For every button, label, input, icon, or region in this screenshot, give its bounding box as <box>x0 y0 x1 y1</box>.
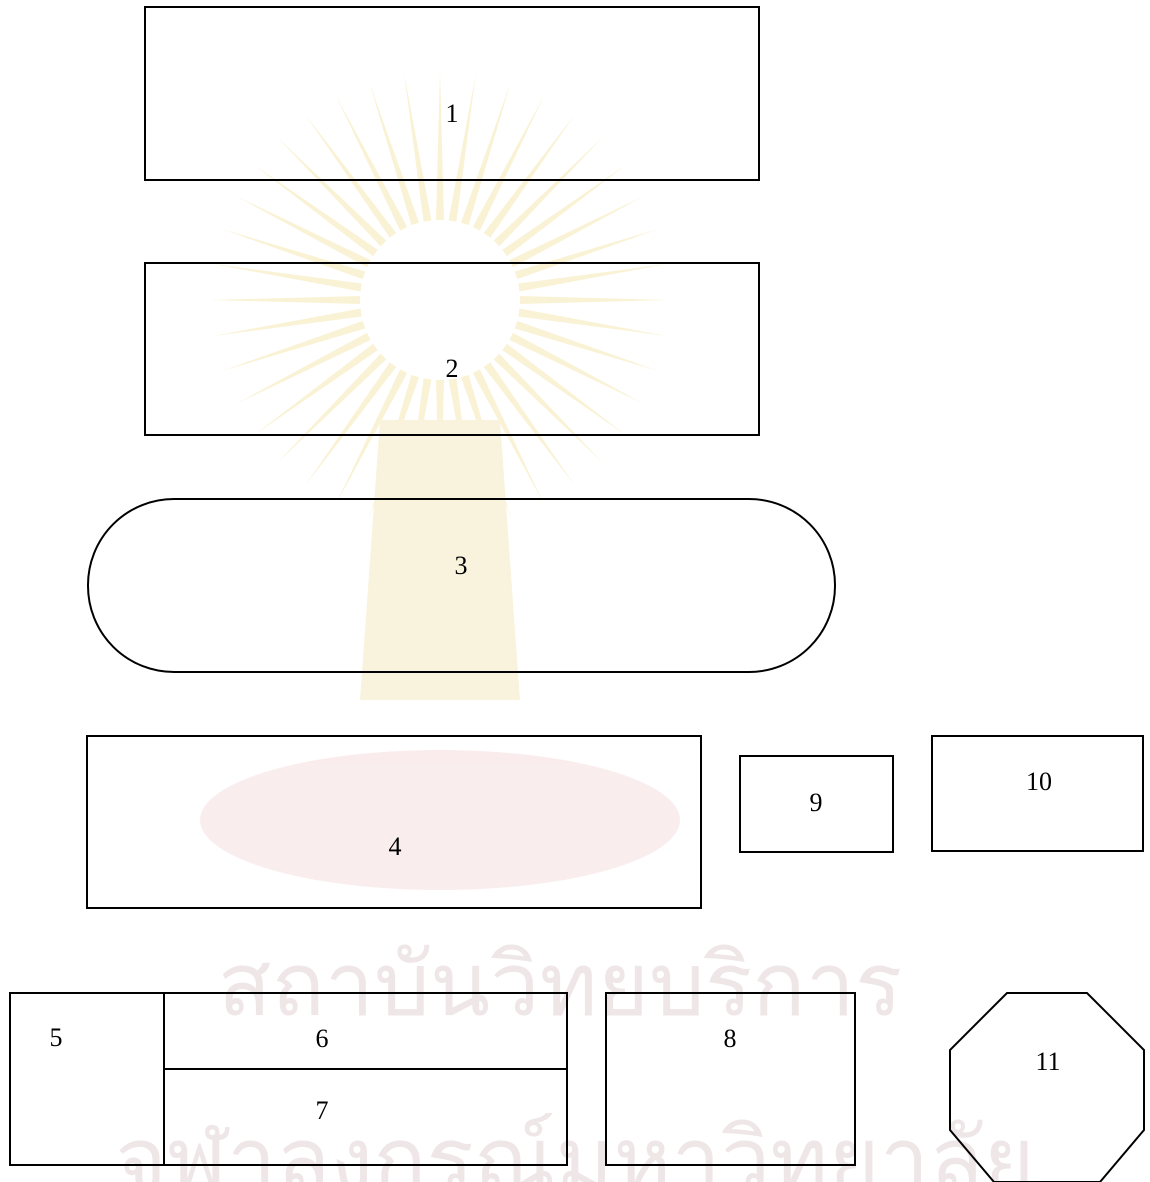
label-1: 1 <box>446 99 459 128</box>
label-10: 10 <box>1026 767 1052 796</box>
label-4: 4 <box>389 832 402 861</box>
box-1 <box>145 7 759 180</box>
label-6: 6 <box>316 1024 329 1053</box>
label-2: 2 <box>446 354 459 383</box>
box-2 <box>145 263 759 435</box>
octagon-11 <box>950 993 1144 1182</box>
label-5: 5 <box>50 1023 63 1052</box>
box-8 <box>606 993 855 1165</box>
pill-3 <box>88 499 835 672</box>
box-group-5-6-7 <box>10 993 567 1165</box>
box-4 <box>87 736 701 908</box>
label-9: 9 <box>810 788 823 817</box>
label-7: 7 <box>316 1096 329 1125</box>
label-8: 8 <box>724 1024 737 1053</box>
label-11: 11 <box>1035 1047 1060 1076</box>
label-3: 3 <box>455 551 468 580</box>
